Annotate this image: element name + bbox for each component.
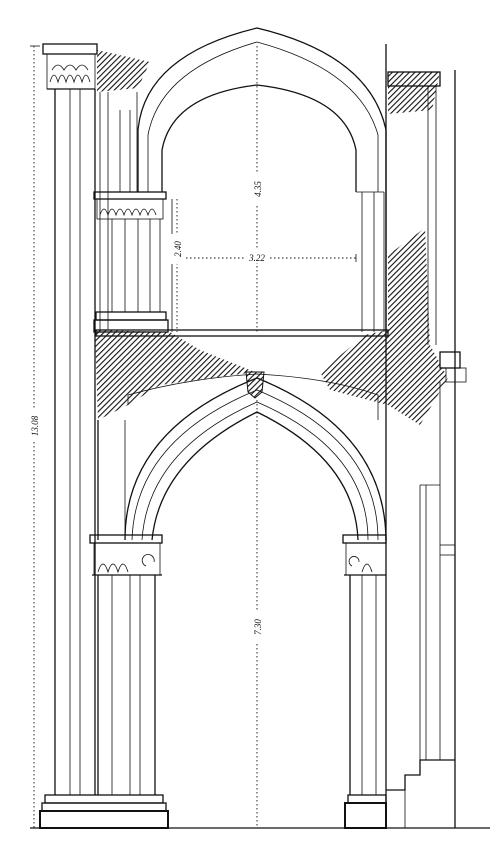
dim-lower-arch-height: 7.30: [253, 619, 263, 635]
hatch-upper-left: [97, 50, 150, 92]
left-column-capital-foliage: [49, 64, 91, 84]
lower-arch: [89, 373, 387, 829]
dim-total-height: 13.08: [30, 415, 40, 436]
upper-capital-abacus: [93, 191, 167, 200]
dim-upper-arch-height: 4.35: [253, 181, 263, 197]
hatch-upper-right-cornice: [388, 72, 440, 114]
hatch-keystone: [245, 371, 265, 399]
hatch-left-spandrel: [95, 330, 255, 420]
upper-arch-inner-ring: [161, 84, 357, 192]
upper-shaft-cluster: [93, 92, 173, 333]
hatched-masonry: [95, 50, 448, 425]
upper-sill: [95, 329, 389, 337]
left-column-abacus: [42, 43, 98, 55]
lower-right-capital-abacus: [342, 534, 387, 544]
dim-upper-opening-width: 3.22: [248, 253, 265, 263]
left-column-base: [44, 794, 164, 804]
lower-spandrel-curve: [127, 373, 379, 420]
left-column: [39, 43, 169, 829]
right-pier-base-steps: [386, 759, 455, 791]
dimension-labels: 13.08 4.35 2.40 3.22 7.30: [28, 174, 270, 642]
dim-upper-capital-height: 2.40: [173, 241, 183, 257]
upper-arch-outer-ring: [137, 27, 387, 332]
right-wall: [385, 44, 467, 828]
upper-arch: [95, 27, 389, 337]
lower-right-cornice: [439, 351, 461, 369]
dimension-lines: [30, 45, 357, 829]
left-column-capital: [46, 53, 96, 90]
upper-capital: [96, 198, 164, 220]
hatch-right-wedge: [320, 228, 448, 425]
lower-right-capital: [345, 542, 387, 576]
upper-right-cornice: [387, 71, 441, 87]
lower-arch-outer-ring: [124, 377, 387, 541]
lower-left-capital-abacus: [89, 534, 163, 544]
